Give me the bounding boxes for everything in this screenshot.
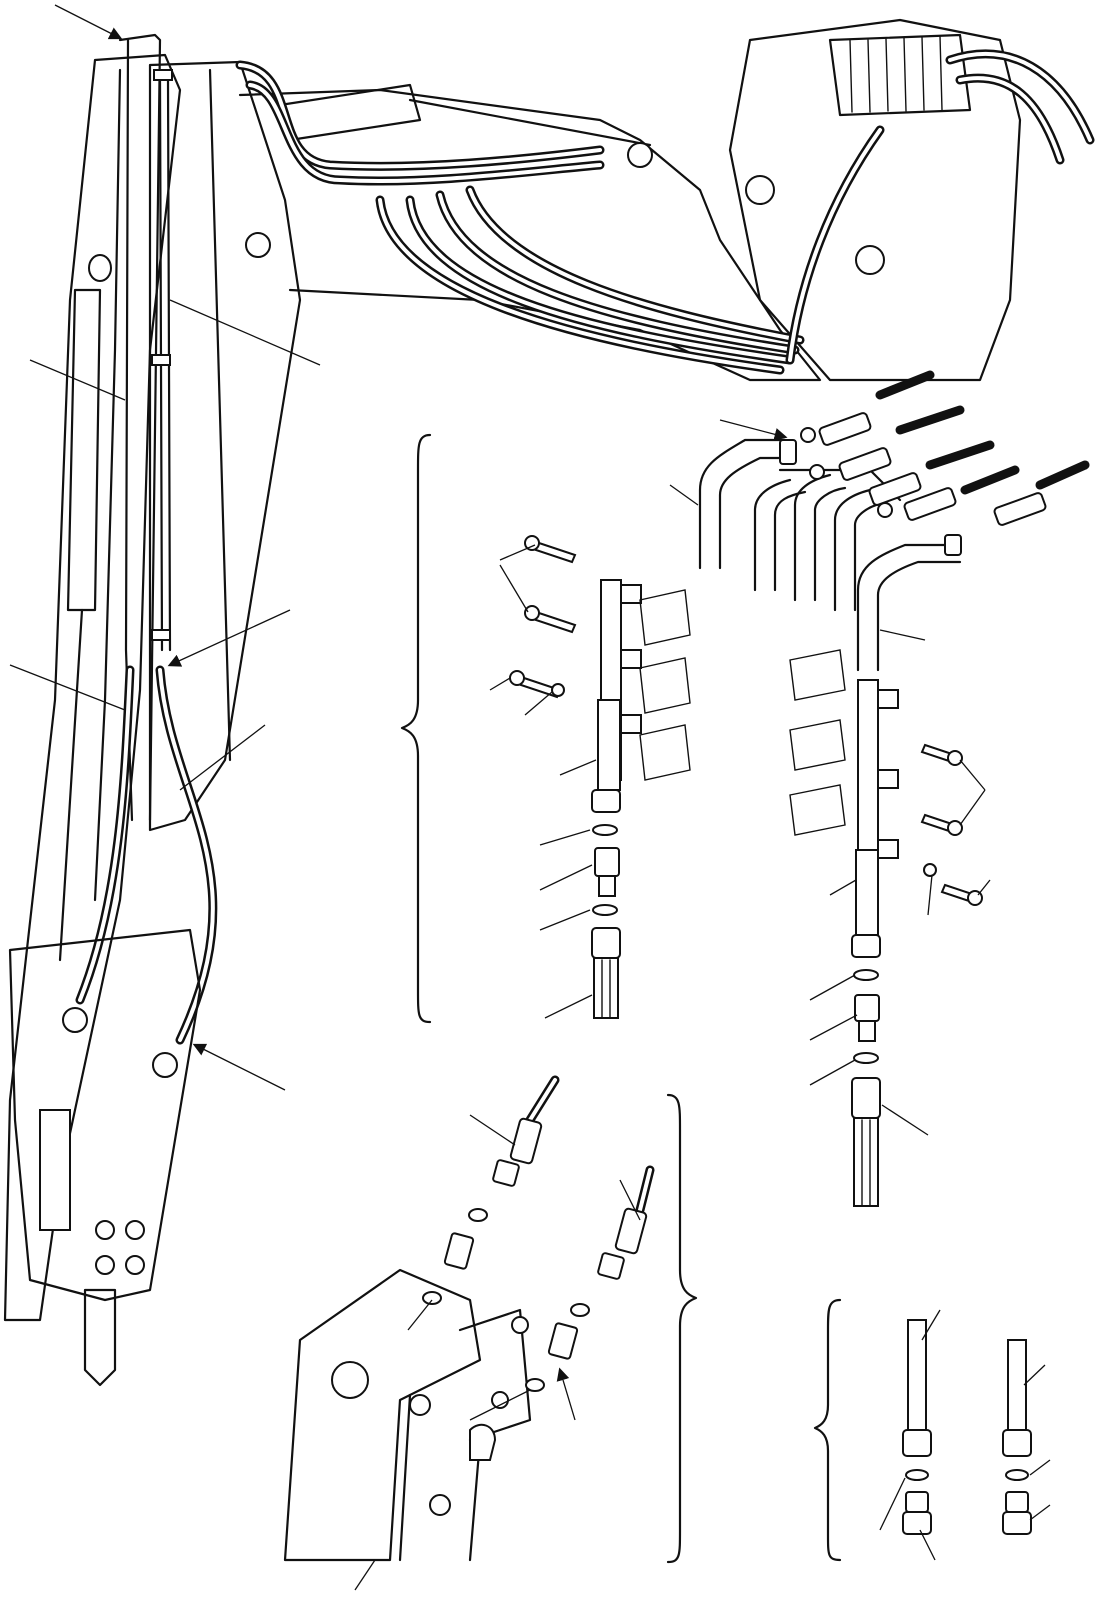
oring-left-1 [592, 824, 618, 836]
boom-pin [627, 142, 653, 168]
right-fitting-stack [753, 370, 1090, 1207]
valve-sections [849, 35, 943, 113]
adapter-right [854, 994, 880, 1022]
boom-hoses [235, 49, 1095, 375]
breaker-bolts [95, 1220, 145, 1275]
boom-arm-overview [3, 18, 1095, 1387]
bolts-right [920, 743, 983, 906]
flange-lug-r3 [877, 839, 899, 859]
control-valve-block [828, 33, 972, 117]
arm-outline [3, 53, 182, 1322]
breaker-chisel [83, 1288, 117, 1387]
variant-nut-b [1002, 1429, 1032, 1457]
bracket-variant-detail [813, 1298, 842, 1562]
boom-pipes [118, 33, 173, 822]
bracket-left-stack [400, 433, 432, 1024]
left-fitting-stack [509, 438, 792, 1019]
flange-lug-1 [620, 584, 642, 604]
bracket-arm-detail [666, 1093, 698, 1564]
adapter-left [594, 847, 620, 877]
quick-couplers [779, 370, 1090, 556]
flange-lug-3 [620, 714, 642, 734]
breaker-body [8, 928, 202, 1302]
variant-oring-a [905, 1469, 929, 1481]
flange-lug-r1 [877, 689, 899, 709]
oring-right-2 [853, 1052, 879, 1064]
variant-plug-b [1005, 1491, 1029, 1513]
group-brackets [400, 433, 842, 1564]
washer-left [551, 683, 565, 697]
oring-left-2 [592, 904, 618, 916]
boom-edge-line [208, 68, 232, 762]
gaskets-left [639, 589, 691, 781]
pipe-segment-right [855, 849, 879, 936]
arm-cylinder-rod [58, 608, 84, 962]
nut-left-1 [591, 789, 621, 813]
attachment-hoses [62, 665, 218, 1078]
arm-inner-edge [93, 68, 122, 902]
swing-pin-2 [855, 245, 885, 275]
adapter-right-body [858, 1020, 876, 1042]
pipe-segment-left [597, 699, 621, 791]
leader-lines [9, 299, 1051, 1591]
adapter-left-body [598, 875, 616, 897]
hose-right [853, 1117, 879, 1207]
arm-end-detail [283, 1075, 655, 1562]
breaker-plate [39, 1109, 71, 1231]
swing-pin [745, 175, 775, 205]
nut-right-1 [851, 934, 881, 958]
boom-outline [148, 60, 302, 832]
arm-end-outline [283, 1268, 482, 1562]
hose-left [593, 957, 619, 1019]
oring-right-1 [853, 969, 879, 981]
bolts-left [509, 535, 577, 699]
arm-end-hoses [422, 1075, 655, 1461]
arm-pin [88, 254, 112, 282]
machine-frame [728, 18, 1022, 382]
gaskets-right [789, 649, 846, 836]
hose-fitting-right [851, 1077, 881, 1119]
flange-plate-right [857, 679, 879, 851]
arm-end-pin [331, 1361, 369, 1399]
variant-fitting-detail [902, 1319, 1032, 1535]
hose-fitting-left [591, 927, 621, 959]
arm-cylinder [66, 288, 102, 612]
flange-lug-2 [620, 649, 642, 669]
variant-plug-a [905, 1491, 929, 1513]
variant-pipe-b [1007, 1339, 1027, 1431]
bent-pipe-left [698, 438, 787, 570]
boom-cylinder-rod [408, 98, 652, 147]
washer-right [923, 863, 937, 877]
variant-nut-a [902, 1429, 932, 1457]
boom-pin-2 [245, 232, 271, 258]
bent-pipe-right [856, 543, 957, 672]
callout-arrows [54, 4, 788, 1421]
variant-oring-b [1005, 1469, 1029, 1481]
variant-pipe-a [907, 1319, 927, 1431]
flange-lug-r2 [877, 769, 899, 789]
